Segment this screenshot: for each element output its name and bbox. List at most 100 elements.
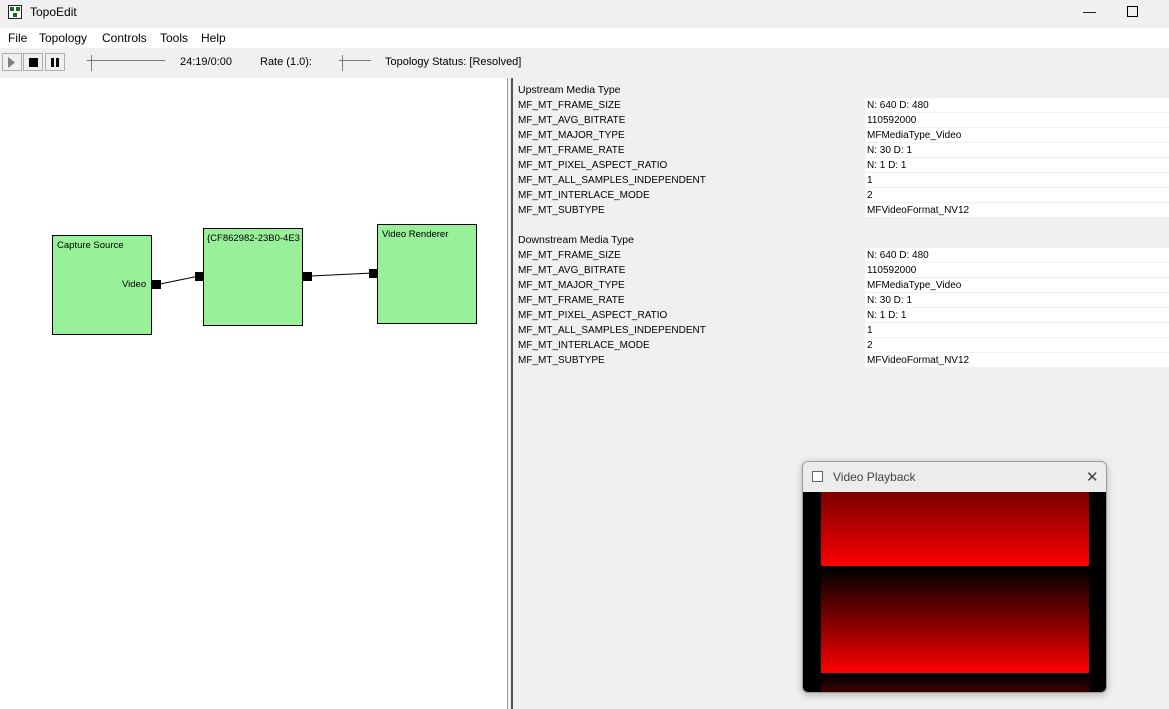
- property-row[interactable]: MF_MT_INTERLACE_MODE 2: [513, 188, 1169, 203]
- menu-controls[interactable]: Controls: [102, 31, 147, 45]
- node-title: {CF862982-23B0-4E3: [207, 233, 300, 244]
- rate-slider[interactable]: [339, 55, 373, 71]
- property-name: MF_MT_ALL_SAMPLES_INDEPENDENT: [518, 325, 706, 336]
- play-icon: [8, 57, 15, 68]
- property-value[interactable]: 1: [865, 323, 1169, 337]
- transform-node[interactable]: {CF862982-23B0-4E3: [203, 228, 303, 326]
- title-bar: TopoEdit —: [0, 0, 1169, 26]
- video-frame: [803, 492, 1106, 692]
- property-value[interactable]: N: 30 D: 1: [865, 143, 1169, 157]
- property-row[interactable]: MF_MT_SUBTYPE MFVideoFormat_NV12: [513, 203, 1169, 218]
- video-playback-window[interactable]: Video Playback ✕: [802, 461, 1107, 693]
- property-value[interactable]: 2: [865, 338, 1169, 352]
- property-value[interactable]: MFMediaType_Video: [865, 128, 1169, 142]
- property-row[interactable]: MF_MT_FRAME_SIZE N: 640 D: 480: [513, 248, 1169, 263]
- property-row[interactable]: MF_MT_SUBTYPE MFVideoFormat_NV12: [513, 353, 1169, 368]
- node-title: Capture Source: [57, 240, 124, 251]
- property-row[interactable]: MF_MT_PIXEL_ASPECT_RATIO N: 1 D: 1: [513, 158, 1169, 173]
- video-band: [821, 675, 1089, 692]
- menu-help[interactable]: Help: [201, 31, 226, 45]
- pane-splitter[interactable]: [507, 78, 510, 709]
- maximize-button[interactable]: [1127, 6, 1138, 17]
- window-title: TopoEdit: [30, 5, 77, 19]
- toolbar: 24:19/0:00 Rate (1.0): Topology Status: …: [0, 49, 1169, 76]
- output-pin[interactable]: [303, 272, 312, 281]
- menu-file[interactable]: File: [8, 31, 28, 45]
- property-name: MF_MT_FRAME_SIZE: [518, 100, 621, 111]
- topology-status: Topology Status: [Resolved]: [385, 56, 522, 68]
- property-row[interactable]: MF_MT_FRAME_RATE N: 30 D: 1: [513, 293, 1169, 308]
- playback-title: Video Playback: [833, 470, 916, 484]
- property-name: MF_MT_ALL_SAMPLES_INDEPENDENT: [518, 175, 706, 186]
- rate-label: Rate (1.0):: [260, 56, 312, 68]
- video-band: [821, 568, 1089, 673]
- playback-title-bar[interactable]: Video Playback ✕: [803, 462, 1106, 492]
- property-row[interactable]: MF_MT_INTERLACE_MODE 2: [513, 338, 1169, 353]
- play-button[interactable]: [2, 53, 22, 71]
- property-row[interactable]: MF_MT_FRAME_RATE N: 30 D: 1: [513, 143, 1169, 158]
- input-pin[interactable]: [195, 272, 204, 281]
- property-value[interactable]: 110592000: [865, 113, 1169, 127]
- property-value[interactable]: 110592000: [865, 263, 1169, 277]
- property-name: MF_MT_SUBTYPE: [518, 355, 605, 366]
- property-row[interactable]: MF_MT_FRAME_SIZE N: 640 D: 480: [513, 98, 1169, 113]
- video-renderer-node[interactable]: Video Renderer: [377, 224, 477, 324]
- rate-slider-thumb[interactable]: [342, 55, 343, 71]
- property-value[interactable]: N: 30 D: 1: [865, 293, 1169, 307]
- connection-line: [310, 272, 374, 277]
- topology-connections: [159, 272, 374, 285]
- property-value[interactable]: 1: [865, 173, 1169, 187]
- close-icon[interactable]: ✕: [1086, 469, 1099, 486]
- property-value[interactable]: N: 640 D: 480: [865, 248, 1169, 262]
- window-icon: [812, 471, 823, 482]
- topology-canvas[interactable]: Capture Source Video {CF862982-23B0-4E3 …: [0, 78, 507, 709]
- property-row[interactable]: MF_MT_ALL_SAMPLES_INDEPENDENT 1: [513, 323, 1169, 338]
- topoedit-app-icon: [8, 5, 22, 19]
- property-name: MF_MT_FRAME_RATE: [518, 145, 625, 156]
- upstream-media-type-section: Upstream Media Type MF_MT_FRAME_SIZE N: 6…: [513, 83, 1169, 218]
- minimize-button[interactable]: —: [1083, 4, 1096, 19]
- property-row[interactable]: MF_MT_MAJOR_TYPE MFMediaType_Video: [513, 278, 1169, 293]
- property-value[interactable]: 2: [865, 188, 1169, 202]
- output-pin[interactable]: [152, 280, 161, 289]
- property-name: MF_MT_INTERLACE_MODE: [518, 190, 650, 201]
- capture-source-node[interactable]: Capture Source Video: [52, 235, 152, 335]
- input-pin[interactable]: [369, 269, 378, 278]
- property-name: MF_MT_FRAME_SIZE: [518, 250, 621, 261]
- property-name: MF_MT_PIXEL_ASPECT_RATIO: [518, 310, 668, 321]
- property-row[interactable]: MF_MT_AVG_BITRATE 110592000: [513, 113, 1169, 128]
- property-row[interactable]: MF_MT_ALL_SAMPLES_INDEPENDENT 1: [513, 173, 1169, 188]
- section-header: Upstream Media Type: [518, 84, 621, 96]
- time-display: 24:19/0:00: [180, 56, 232, 68]
- property-name: MF_MT_AVG_BITRATE: [518, 115, 626, 126]
- property-row[interactable]: MF_MT_AVG_BITRATE 110592000: [513, 263, 1169, 278]
- menu-topology[interactable]: Topology: [39, 31, 88, 45]
- node-title: Video Renderer: [382, 229, 449, 240]
- property-value[interactable]: MFVideoFormat_NV12: [865, 353, 1169, 367]
- property-name: MF_MT_INTERLACE_MODE: [518, 340, 650, 351]
- property-value[interactable]: N: 1 D: 1: [865, 308, 1169, 322]
- property-name: MF_MT_FRAME_RATE: [518, 295, 625, 306]
- seek-slider-thumb[interactable]: [91, 55, 92, 71]
- video-output-label: Video: [122, 279, 147, 290]
- pause-button[interactable]: [45, 53, 65, 71]
- pause-icon: [51, 58, 59, 67]
- stop-icon: [29, 58, 38, 67]
- property-value[interactable]: N: 1 D: 1: [865, 158, 1169, 172]
- property-name: MF_MT_PIXEL_ASPECT_RATIO: [518, 160, 668, 171]
- property-value[interactable]: MFVideoFormat_NV12: [865, 203, 1169, 217]
- video-band: [821, 492, 1089, 566]
- stop-button[interactable]: [23, 53, 43, 71]
- property-name: MF_MT_AVG_BITRATE: [518, 265, 626, 276]
- property-value[interactable]: MFMediaType_Video: [865, 278, 1169, 292]
- property-name: MF_MT_MAJOR_TYPE: [518, 280, 625, 291]
- seek-slider[interactable]: [87, 55, 167, 71]
- property-row[interactable]: MF_MT_PIXEL_ASPECT_RATIO N: 1 D: 1: [513, 308, 1169, 323]
- connection-line: [159, 275, 200, 285]
- property-name: MF_MT_SUBTYPE: [518, 205, 605, 216]
- property-value[interactable]: N: 640 D: 480: [865, 98, 1169, 112]
- menu-tools[interactable]: Tools: [160, 31, 189, 45]
- pane-border: [511, 78, 513, 709]
